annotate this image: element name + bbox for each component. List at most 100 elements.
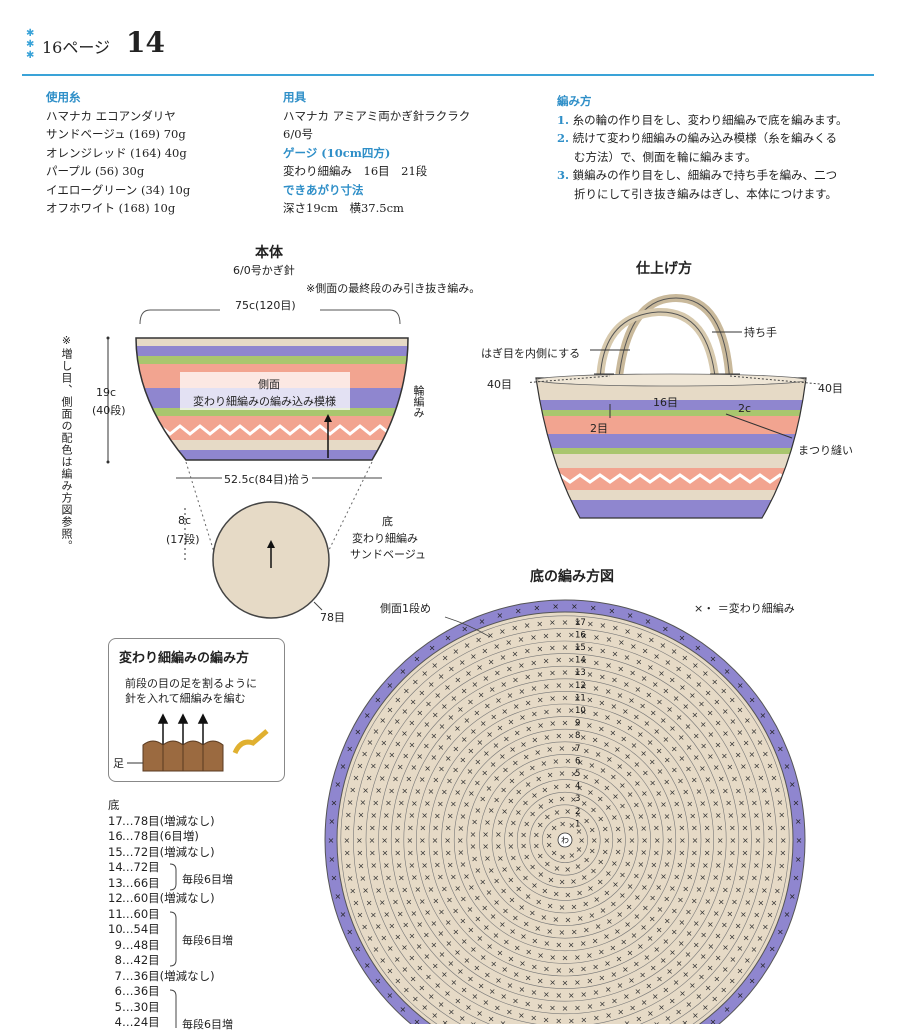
group-label: 毎段6目増	[182, 1018, 233, 1031]
chart-ring	[365, 640, 765, 1024]
count-row-text: …78目(増減なし)	[122, 813, 215, 828]
chart-stitch: ×	[647, 800, 654, 809]
chart-stitch: ×	[375, 886, 382, 895]
chart-stitch: ×	[580, 965, 587, 974]
chart-stitch: ×	[774, 886, 781, 895]
chart-stitch: ×	[416, 730, 423, 739]
chart-stitch: ×	[689, 811, 696, 820]
chart-stitch: ×	[605, 869, 612, 878]
chart-stitch: ×	[606, 755, 613, 764]
chart-stitch: ×	[767, 761, 774, 770]
chart-stitch: ×	[459, 1014, 466, 1023]
chart-stitch: ×	[562, 643, 569, 652]
chart-stitch: ×	[658, 669, 665, 678]
chart-stitch: ×	[740, 910, 747, 919]
chart-stitch: ×	[439, 950, 446, 959]
chart-stitch: ×	[438, 929, 445, 938]
chart-side-stitch: ×	[795, 817, 802, 826]
chart-stitch: ×	[753, 811, 760, 820]
chart-stitch: ×	[361, 922, 368, 931]
chart-stitch: ×	[454, 884, 461, 893]
stitch-illustration	[127, 713, 269, 772]
chart-stitch: ×	[428, 992, 435, 1001]
chart-stitch: ×	[664, 756, 671, 765]
chart-stitch: ×	[520, 932, 527, 941]
count-row-text: …54目	[122, 922, 160, 936]
yarn-line: イエローグリーン (34) 10g	[46, 182, 191, 197]
chart-side-stitch: ×	[590, 604, 597, 613]
chart-stitch: ×	[529, 810, 536, 819]
chart-side-stitch: ×	[331, 874, 338, 883]
chart-stitch: ×	[663, 777, 670, 786]
chart-stitch: ×	[611, 676, 618, 685]
chart-stitch: ×	[692, 1011, 699, 1020]
chart-stitch: ×	[721, 751, 728, 760]
chart-stitch: ×	[475, 866, 482, 875]
chart-stitch: ×	[467, 975, 474, 984]
chart-stitch: ×	[463, 800, 470, 809]
chart-stitch: ×	[542, 786, 549, 795]
chart-stitch: ×	[358, 811, 365, 820]
chart-stitch: ×	[771, 899, 778, 908]
chart-stitch: ×	[549, 643, 556, 652]
chart-stitch: ×	[675, 1007, 682, 1016]
chart-stitch: ×	[419, 836, 426, 845]
chart-stitch: ×	[457, 705, 464, 714]
chart-stitch: ×	[673, 872, 680, 881]
chart-stitch: ×	[425, 700, 432, 709]
chart-stitch: ×	[445, 824, 452, 833]
chart-stitch: ×	[353, 773, 360, 782]
chart-stitch: ×	[493, 898, 500, 907]
chart-stitch: ×	[737, 966, 744, 975]
chart-stitch: ×	[653, 1020, 660, 1024]
chart-stitch: ×	[624, 813, 631, 822]
chart-stitch: ×	[660, 956, 667, 965]
chart-stitch: ×	[619, 781, 626, 790]
chart-stitch: ×	[634, 912, 641, 921]
chart-stitch: ×	[370, 861, 377, 870]
chart-stitch: ×	[345, 861, 352, 870]
chart-stitch: ×	[624, 627, 631, 636]
chart-stitch: ×	[722, 787, 729, 796]
chart-stitch: ×	[488, 866, 495, 875]
chart-stitch: ×	[647, 738, 654, 747]
chart-stitch: ×	[643, 719, 650, 728]
chart-stitch: ×	[735, 921, 742, 930]
chart-stitch: ×	[508, 830, 515, 839]
chart-stitch: ×	[396, 811, 403, 820]
chart-side-stitch: ×	[784, 762, 791, 771]
chart-stitch: ×	[358, 861, 365, 870]
body-title: 本体	[255, 245, 283, 261]
chart-stitch: ×	[777, 798, 784, 807]
chart-stitch: ×	[603, 932, 610, 941]
chart-side-stitch: ×	[695, 643, 702, 652]
chart-stitch: ×	[597, 858, 604, 867]
chart-stitch: ×	[432, 776, 439, 785]
chart-stitch: ×	[722, 965, 729, 974]
chart-stitch: ×	[379, 956, 386, 965]
chart-stitch: ×	[543, 631, 550, 640]
chart-stitch: ×	[676, 959, 683, 968]
chart-stitch: ×	[555, 681, 562, 690]
chart-stitch: ×	[636, 631, 643, 640]
chart-stitch: ×	[379, 898, 386, 907]
chart-stitch: ×	[591, 836, 598, 845]
chart-stitch: ×	[617, 664, 624, 673]
chart-stitch: ×	[537, 721, 544, 730]
chart-stitch: ×	[653, 727, 660, 736]
chart-stitch: ×	[460, 777, 467, 786]
chart-stitch: ×	[394, 955, 401, 964]
chart-stitch: ×	[580, 939, 587, 948]
chart-stitch: ×	[686, 929, 693, 938]
chart-stitch: ×	[647, 663, 654, 672]
chart-stitch: ×	[411, 799, 418, 808]
chart-stitch: ×	[524, 1000, 531, 1009]
chart-side-stitch: ×	[793, 799, 800, 808]
chart-stitch: ×	[369, 836, 376, 845]
chart-row-label: 4	[575, 782, 580, 792]
chart-stitch: ×	[509, 777, 516, 786]
chart-stitch: ×	[735, 886, 742, 895]
count-row-text: …60目(増減なし)	[122, 891, 215, 905]
chart-row-label: 7	[575, 744, 580, 754]
chart-ring	[504, 779, 626, 901]
